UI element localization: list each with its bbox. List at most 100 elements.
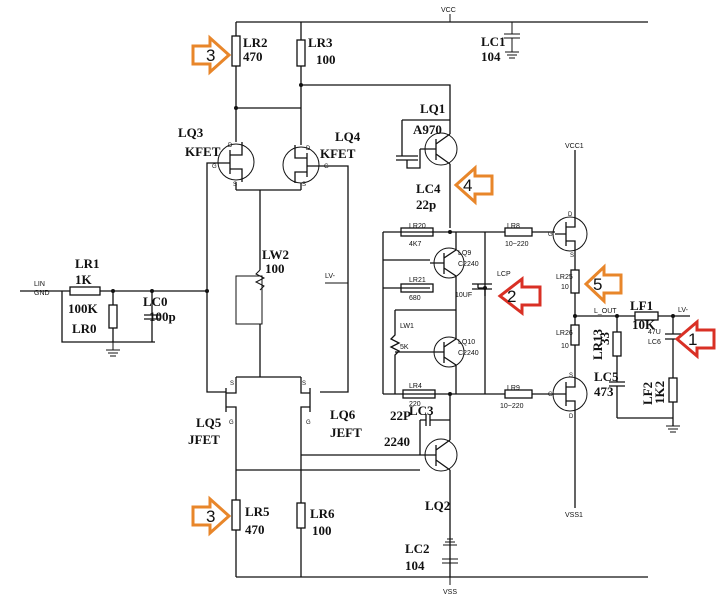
lc5-label: LC5: [594, 369, 619, 384]
lr6-resistor: [296, 502, 306, 529]
lr6-label: LR6: [310, 506, 335, 521]
output-mosfet-bottom: [552, 376, 588, 412]
lr9-label: LR9: [507, 385, 520, 392]
lr21-value: 680: [409, 295, 421, 302]
svg-text:S: S: [569, 373, 573, 379]
lr20-resistor: [400, 227, 434, 237]
lq6-jfet: [300, 377, 311, 456]
svg-text:G: G: [212, 164, 217, 170]
lr13-label: LR13: [590, 328, 605, 360]
lr2-label: LR2: [243, 35, 268, 50]
lr8-label: LR8: [507, 223, 520, 230]
svg-text:1: 1: [688, 330, 697, 349]
lw2-label: LW2: [262, 247, 289, 262]
lr25-value: 10: [561, 284, 569, 291]
lr2-value: 470: [243, 49, 263, 64]
lr5-label: LR5: [245, 504, 270, 519]
lc1-value: 104: [481, 49, 501, 64]
svg-text:D: D: [306, 146, 311, 152]
lq3-part: KFET: [185, 144, 221, 159]
lq5-part: JFET: [188, 432, 220, 447]
svg-text:S: S: [233, 182, 237, 188]
lr3-label: LR3: [308, 35, 333, 50]
lc5-value: 473: [594, 384, 614, 399]
lq1-label: LQ1: [420, 101, 445, 116]
lq3-kfet: [217, 138, 255, 190]
svg-text:D: D: [568, 212, 573, 218]
svg-text:S: S: [230, 381, 234, 387]
lc0-value: 100p: [149, 309, 176, 324]
svg-text:G: G: [324, 164, 329, 170]
lq1-transistor: [420, 120, 458, 228]
lf2-label: LF2: [640, 382, 655, 405]
lr26-resistor: [570, 324, 580, 346]
lr1-value: 1K: [75, 272, 93, 287]
lr25-resistor: [570, 269, 580, 294]
svg-text:G: G: [548, 232, 553, 238]
svg-text:D: D: [569, 414, 574, 420]
lv-neg2-label: LV-: [678, 307, 689, 314]
lr0-value: 100K: [68, 301, 99, 316]
lr1-resistor: [69, 286, 101, 296]
lc6-value: 47U: [648, 329, 661, 336]
lr2-resistor: [231, 35, 241, 67]
lr8-value: 10~220: [505, 241, 529, 248]
lc2-label: LC2: [405, 541, 430, 556]
lr0-resistor: [108, 304, 118, 329]
svg-text:3: 3: [206, 507, 215, 526]
marker-arrow-4: 4: [453, 164, 494, 206]
lc1-label: LC1: [481, 34, 506, 49]
lq10-label: LQ10: [458, 339, 475, 346]
lc6-label: LC6: [648, 339, 661, 346]
svg-text:3: 3: [206, 46, 215, 65]
lf2-resistor: [668, 377, 678, 403]
lq5-jfet: [225, 377, 237, 456]
lr0-label: LR0: [72, 321, 97, 336]
lr9-value: 10~220: [500, 403, 524, 410]
lv-neg-label: LV-: [325, 273, 336, 280]
lr9-resistor: [504, 389, 533, 399]
lr3-resistor: [296, 39, 306, 67]
lr13-value: 33: [597, 332, 612, 346]
l-out-label: L_OUT: [594, 308, 617, 315]
lc3-label: LC3: [409, 403, 434, 418]
lf1-resistor: [634, 311, 659, 321]
lcp-value: 10UF: [455, 292, 472, 299]
lr21-label: LR21: [409, 277, 426, 284]
gnd-label: GND: [34, 290, 50, 297]
lq2-label: LQ2: [425, 498, 450, 513]
lr20-label: LR20: [409, 223, 426, 230]
svg-text:S: S: [570, 253, 574, 259]
lw1-label: LW1: [400, 323, 414, 330]
svg-text:S: S: [302, 182, 306, 188]
lw2-value: 100: [265, 261, 285, 276]
output-mosfet-top: [552, 216, 588, 252]
lc3-2240: 2240: [384, 434, 410, 449]
lr21-resistor: [400, 283, 434, 293]
svg-text:G: G: [548, 392, 553, 398]
lc0-label: LC0: [143, 294, 168, 309]
marker-arrow-1: 1: [674, 318, 716, 360]
vss-label: VSS: [443, 589, 457, 596]
lq10-part: C2240: [458, 350, 479, 357]
lq6-part: JEFT: [330, 425, 362, 440]
lr1-label: LR1: [75, 256, 100, 271]
svg-text:G: G: [229, 420, 234, 426]
lc3-22p: 22P: [390, 408, 411, 423]
lq5-label: LQ5: [196, 415, 222, 430]
lq9-part: C2240: [458, 261, 479, 268]
lq4-part: KFET: [320, 146, 356, 161]
svg-text:S: S: [302, 381, 306, 387]
lr5-resistor: [231, 499, 241, 531]
lq9-label: LQ9: [458, 250, 471, 257]
lr3-value: 100: [316, 52, 336, 67]
lf1-value: 10K: [632, 317, 656, 332]
marker-arrow-3-top: 3: [191, 34, 232, 76]
vcc-label: VCC: [441, 7, 456, 14]
lr4-resistor: [402, 389, 436, 399]
marker-arrow-5: 5: [583, 263, 623, 305]
vss1-label: VSS1: [565, 512, 583, 519]
lr13-resistor: [612, 331, 622, 357]
lc4-label: LC4: [416, 181, 441, 196]
